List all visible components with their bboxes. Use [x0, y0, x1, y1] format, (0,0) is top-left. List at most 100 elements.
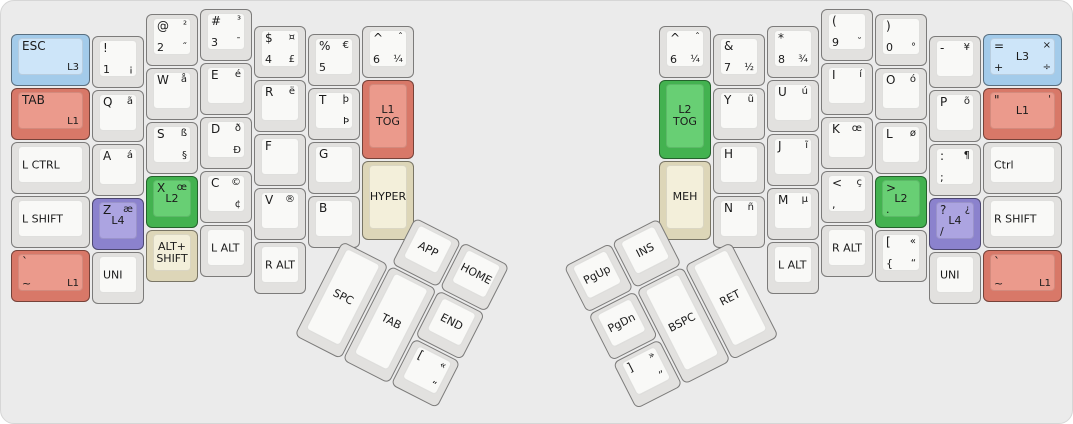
keycap-top: (9˘ — [828, 13, 866, 50]
key-l2-tog[interactable]: L2 TOG — [659, 80, 711, 159]
key-lalt-right[interactable]: L ALT — [767, 242, 819, 294]
key-period[interactable]: >.L2 — [875, 176, 927, 228]
key-lctrl[interactable]: L CTRL — [11, 142, 90, 194]
keycap-top: H — [720, 146, 758, 183]
key-legend-mm: L2 TOG — [673, 103, 697, 128]
key-legend-tl: " — [994, 93, 1000, 107]
key-f[interactable]: F — [254, 134, 306, 186]
keycap-top: [«{“ — [882, 234, 920, 271]
key-1[interactable]: !1¡ — [92, 36, 144, 88]
key-legend-tl: K — [832, 122, 840, 136]
key-ralt-right[interactable]: R ALT — [821, 225, 873, 277]
key-quote[interactable]: " ' L1 — [983, 88, 1062, 140]
key-legend-tr: « — [437, 359, 449, 373]
keycap-top: <ç, — [828, 175, 866, 212]
key-legend-tr: þ — [342, 94, 349, 105]
key-legend-tr: ç — [856, 177, 863, 188]
keycap-top: L2 TOG — [666, 84, 704, 148]
key-legend-mm: L3 — [1015, 49, 1030, 63]
key-uni-left[interactable]: UNI — [92, 252, 144, 304]
key-legend-tr: ' — [1048, 94, 1051, 105]
key-legend-tl: # — [211, 14, 222, 28]
key-0[interactable]: )0° — [875, 14, 927, 66]
key-legend-bl: ~ — [22, 277, 32, 290]
key-legend-ml: UNI — [103, 268, 123, 281]
key-equals[interactable]: =×+÷L3 — [983, 34, 1062, 86]
key-legend-mm: L2 — [894, 191, 908, 205]
key-legend-tr: ¿ — [964, 204, 970, 215]
key-grave-right[interactable]: `~L1 — [983, 250, 1062, 302]
key-legend-br: ¼ — [393, 54, 403, 65]
keycap-top: `~L1 — [18, 254, 83, 291]
key-c[interactable]: C©¢ — [200, 171, 252, 223]
key-legend-tl: M — [778, 193, 789, 207]
key-legend-tr: ë — [288, 86, 295, 97]
key-lshift[interactable]: L SHIFT — [11, 196, 90, 248]
key-h[interactable]: H — [713, 142, 765, 194]
key-legend-br: Þ — [342, 116, 349, 127]
key-legend-br: ” — [657, 369, 667, 382]
key-b[interactable]: B — [308, 196, 360, 248]
key-4[interactable]: $¤4£ — [254, 26, 306, 78]
key-legend-tr: ø — [909, 128, 916, 139]
key-legend-mm: ALT+ SHIFT — [156, 239, 188, 265]
key-comma[interactable]: <ç, — [821, 171, 873, 223]
key-rctrl[interactable]: Ctrl — [983, 142, 1062, 194]
key-legend-tr: á — [126, 150, 133, 161]
key-legend-tl: ^ — [373, 31, 384, 45]
key-uni-right[interactable]: UNI — [929, 252, 981, 304]
key-bracket-open[interactable]: [«{“ — [875, 230, 927, 282]
key-legend-mm: L1 — [1015, 103, 1030, 117]
key-l1-tog[interactable]: L1 TOG — [362, 80, 414, 159]
key-semicolon[interactable]: :¶; — [929, 144, 981, 196]
key-legend-tr: « — [909, 236, 916, 247]
key-ralt-left[interactable]: R ALT — [254, 242, 306, 294]
key-9[interactable]: (9˘ — [821, 9, 873, 61]
key-5[interactable]: %€5 — [308, 34, 360, 86]
key-legend-br: ¯ — [236, 37, 241, 48]
key-legend-tr: ¥ — [963, 42, 970, 53]
key-grave-left[interactable]: `~L1 — [11, 250, 90, 302]
key-lalt-left[interactable]: L ALT — [200, 225, 252, 277]
key-v[interactable]: V® — [254, 188, 306, 240]
key-minus[interactable]: -¥ — [929, 36, 981, 88]
key-slash[interactable]: ?¿/L4 — [929, 198, 981, 250]
keycap-top: UNI — [936, 256, 974, 293]
key-rshift[interactable]: R SHIFT — [983, 196, 1062, 248]
key-legend-bl: 8 — [778, 53, 785, 66]
key-legend-tl: @ — [157, 19, 169, 33]
key-alt-shift[interactable]: ALT+ SHIFT — [146, 230, 198, 282]
key-g[interactable]: G — [308, 142, 360, 194]
key-legend-mm: APP — [416, 238, 441, 260]
